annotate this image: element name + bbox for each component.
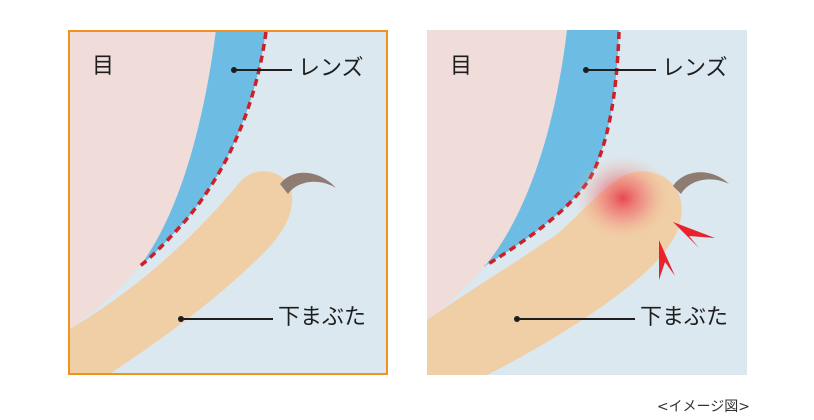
- lens-leader-line: [586, 69, 656, 71]
- eye-label: 目: [92, 56, 114, 78]
- eye-label: 目: [450, 56, 472, 78]
- lens-label: レンズ: [662, 58, 728, 80]
- lens-leader-line: [234, 69, 292, 71]
- image-caption: <イメージ図>: [657, 396, 750, 416]
- eyelid-label: 下まぶた: [278, 307, 366, 329]
- eyelid-leader-line: [181, 318, 273, 320]
- irritation-area: [573, 154, 673, 242]
- lens-label: レンズ: [298, 58, 364, 80]
- eyelid-leader-line: [517, 318, 635, 320]
- eyelid-label: 下まぶた: [640, 307, 728, 329]
